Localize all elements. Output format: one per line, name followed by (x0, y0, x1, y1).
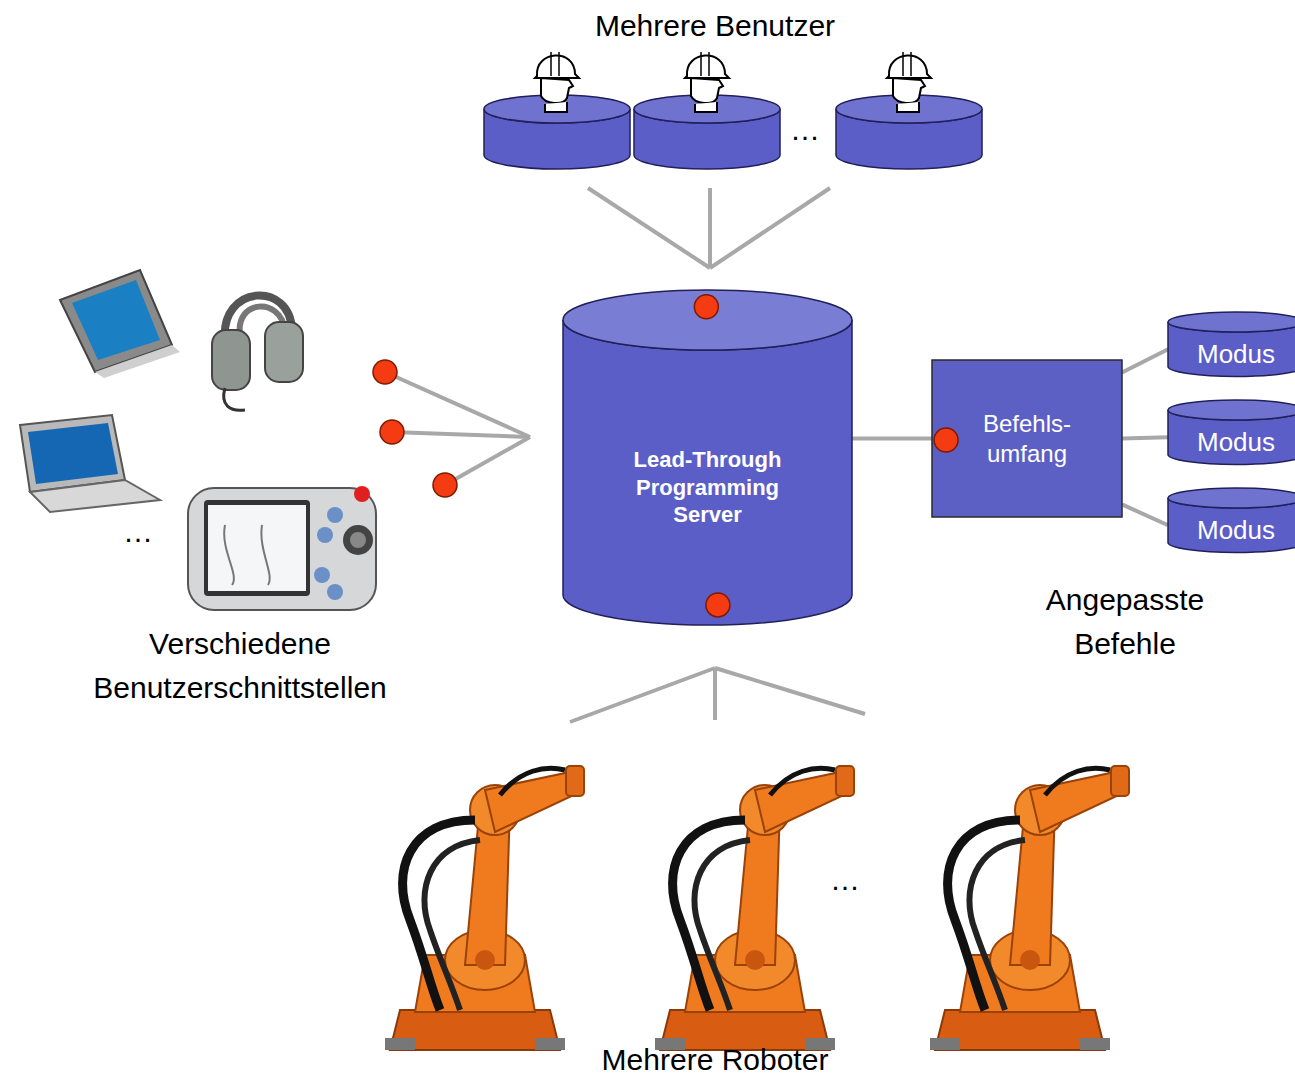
cylinder-node: Modus (1168, 488, 1295, 553)
node-text: Modus (1176, 338, 1295, 371)
node-text: Modus (1176, 514, 1295, 547)
node-text: Befehls- umfang (967, 409, 1087, 469)
group-title: Verschiedene Benutzerschnittstellen (40, 622, 440, 709)
node-text: Lead-Through Programming Server (613, 446, 803, 529)
connector-line (1122, 349, 1168, 372)
cylinder-node: Lead-Through Programming Server (563, 290, 852, 625)
ellipsis: … (118, 510, 158, 554)
connector-line (1122, 437, 1168, 438)
port-dot (934, 428, 958, 452)
cylinder-node: Modus (1168, 312, 1295, 377)
connector-line (852, 437, 932, 441)
ellipsis: … (825, 858, 865, 902)
group-title: Mehrere Roboter (515, 1038, 915, 1082)
group-title: Angepasste Befehle (1005, 578, 1245, 665)
port-dot (706, 593, 730, 617)
group-title: Mehrere Benutzer (515, 4, 915, 48)
box-shape (932, 360, 1122, 517)
port-dot (694, 295, 718, 319)
connector-line (1122, 504, 1168, 525)
node-text: Modus (1176, 426, 1295, 459)
cylinder-node: Modus (1168, 400, 1295, 465)
process-box: Befehls- umfang (932, 360, 1122, 517)
ellipsis: … (785, 108, 825, 152)
